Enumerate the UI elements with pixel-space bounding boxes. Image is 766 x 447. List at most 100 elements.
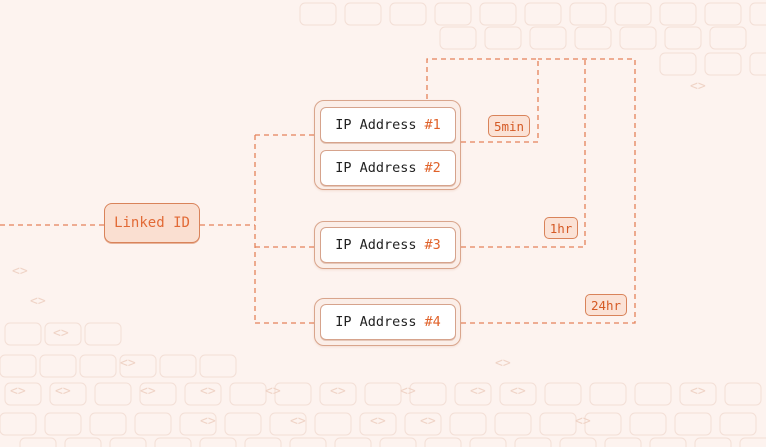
bg-glyph: <> [690,79,706,94]
bg-tile [524,2,562,26]
bg-tile [559,437,597,447]
bg-tile [224,412,262,436]
bg-tile [454,382,492,406]
bg-tile [629,412,667,436]
bg-tile [424,437,462,447]
badge-5min: 5min [488,115,530,137]
ip-address-2-node: IP Address #2 [320,150,456,186]
bg-tile [44,412,82,436]
bg-tile [39,354,77,378]
bg-tile [434,2,472,26]
bg-tile [634,382,672,406]
ip-group-3: IP Address #3 [314,221,461,269]
bg-glyph: <> [265,384,281,399]
bg-tile [4,382,42,406]
bg-tile [159,354,197,378]
bg-glyph: <> [10,384,26,399]
ip-group-1-2: IP Address #1 IP Address #2 [314,100,461,190]
ip-address-label: IP Address [335,237,417,253]
bg-tile [334,437,372,447]
bg-tile [719,412,757,436]
bg-tile [659,52,697,76]
bg-tile [89,412,127,436]
bg-tile [289,437,327,447]
bg-tile [664,26,702,50]
bg-tile [79,354,117,378]
ip-address-number: #4 [424,314,441,330]
bg-tile [134,412,172,436]
bg-tile [0,412,37,436]
bg-tile [614,2,652,26]
bg-tile [469,437,507,447]
badge-1hr: 1hr [544,217,578,239]
bg-tile [19,437,57,447]
badge-24hr: 24hr [585,294,627,316]
bg-tile [184,382,222,406]
bg-tile [724,382,762,406]
bg-tile [94,382,132,406]
ip-address-number: #3 [424,237,441,253]
bg-tile [119,354,157,378]
linked-id-node: Linked ID [104,203,200,243]
bg-glyph: <> [400,384,416,399]
bg-glyph: <> [330,384,346,399]
bg-glyph: <> [370,414,386,429]
ip-address-4-node: IP Address #4 [320,304,456,340]
bg-tile [0,354,37,378]
bg-tile [499,382,537,406]
bg-tile [709,26,747,50]
bg-glyph: <> [470,384,486,399]
bg-tile [364,382,402,406]
bg-tile [659,2,697,26]
bg-tile [84,322,122,346]
bg-tile [299,2,337,26]
bg-tile [694,437,732,447]
bg-tile [269,412,307,436]
bg-tile [704,52,742,76]
bg-glyph: <> [290,414,306,429]
bg-tile [584,412,622,436]
badge-1hr-label: 1hr [549,220,573,236]
bg-tile [739,437,766,447]
bg-tile [449,412,487,436]
bg-tile [604,437,642,447]
bg-glyph: <> [120,356,136,371]
bg-glyph: <> [200,384,216,399]
bg-glyph: <> [200,414,216,429]
bg-tile [64,437,102,447]
bg-tile [199,354,237,378]
bg-tile [409,382,447,406]
bg-tile [359,412,397,436]
bg-glyph: <> [12,264,28,279]
bg-glyph: <> [690,384,706,399]
bg-glyph: <> [420,414,436,429]
bg-tile [154,437,192,447]
bg-tile [749,2,766,26]
bg-tile [344,2,382,26]
bg-tile [649,437,687,447]
bg-glyph: <> [575,414,591,429]
bg-tile [49,382,87,406]
bg-tile [619,26,657,50]
bg-glyph: <> [140,384,156,399]
bg-tile [139,382,177,406]
badge-5min-label: 5min [493,118,525,134]
ip-group-4: IP Address #4 [314,298,461,346]
bg-tile [484,26,522,50]
bg-tile [574,26,612,50]
bg-glyph: <> [53,326,69,341]
bg-tile [749,52,766,76]
bg-tile [229,382,267,406]
bg-tile [539,412,577,436]
bg-tile [404,412,442,436]
bg-tile [569,2,607,26]
bg-tile [679,382,717,406]
bg-tile [109,437,147,447]
bg-tile [379,437,417,447]
bg-tile [389,2,427,26]
bg-glyph: <> [55,384,71,399]
ip-address-label: IP Address [335,314,417,330]
bg-tile [589,382,627,406]
bg-tile [439,26,477,50]
